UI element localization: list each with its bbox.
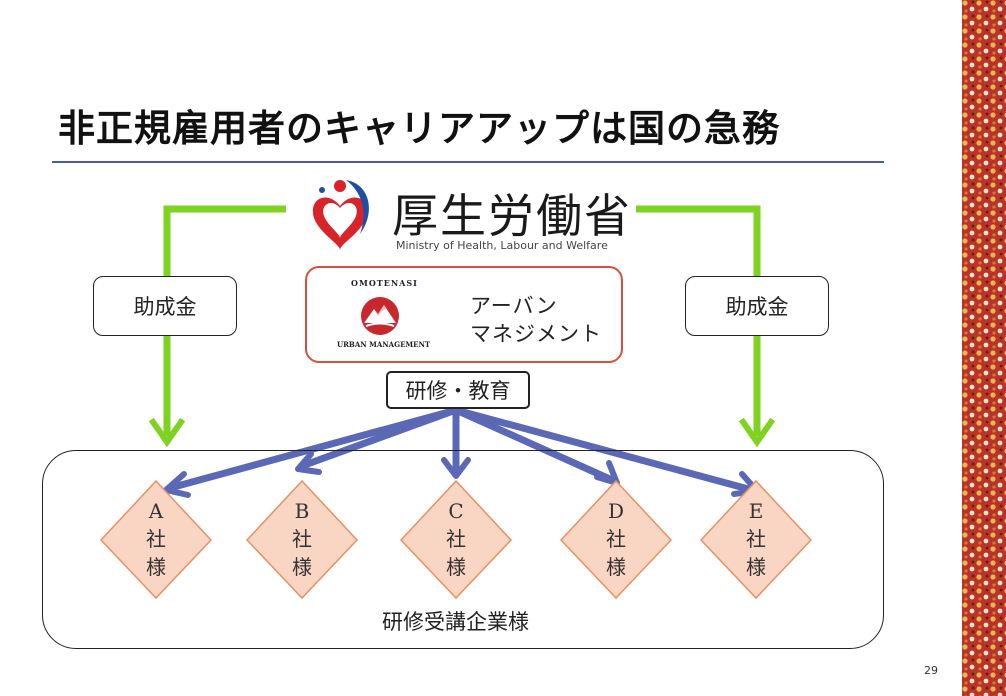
company-area-label: 研修受講企業様 [382,610,529,634]
subsidy-label-left: 助成金 [133,295,197,319]
blue-arrow-a [166,406,460,492]
company-b-letter: B [294,499,310,523]
company-a-line3: 様 [146,555,166,579]
company-b-label: B 社 様 [282,497,322,581]
company-a-letter: A [148,499,164,523]
company-e-letter: E [748,499,764,523]
decorative-side-pattern [962,0,1006,696]
ministry-name-english: Ministry of Health, Labour and Welfare [396,239,608,252]
company-c-label: C 社 様 [436,497,476,581]
subsidy-box-right: 助成金 [685,276,829,336]
urban-name-line1: アーバン [470,294,558,318]
company-a-line2: 社 [146,527,166,551]
title-underline [52,161,884,163]
subsidy-box-left: 助成金 [93,276,237,336]
company-b-diamond [245,479,359,600]
training-label: 研修・教育 [405,379,511,403]
ministry-name: 厚生労働省 [392,189,632,243]
company-a-label: A 社 様 [136,497,176,581]
page-number: 29 [924,664,938,677]
company-d-line3: 様 [606,555,626,579]
company-c-diamond [399,479,513,600]
ministry-logo-icon [312,180,369,250]
company-b-line2: 社 [292,527,312,551]
urban-logo-top-text: OMOTENASI [351,278,418,288]
training-box: 研修・教育 [386,371,530,409]
urban-logo-bottom-text: URBAN MANAGEMENT [337,340,431,349]
company-e-line3: 様 [746,555,766,579]
blue-arrow-b [298,406,460,470]
company-e-diamond [699,479,813,600]
company-d-label: D 社 様 [596,497,636,581]
blue-arrowhead-a [163,471,191,498]
company-c-line2: 社 [446,527,466,551]
blue-arrowhead-c [441,457,471,479]
urban-management-box [305,266,623,363]
green-arrowhead-left [148,417,186,448]
urban-name-line2: マネジメント [470,322,602,346]
company-d-line2: 社 [606,527,626,551]
company-a-diamond [99,479,213,600]
urban-logo-icon [361,297,399,335]
green-arrowhead-right [738,417,776,448]
green-connector-right [636,205,761,436]
company-d-letter: D [607,499,625,523]
company-e-line2: 社 [746,527,766,551]
company-c-letter: C [448,499,464,523]
green-connector-left [163,205,286,436]
subsidy-label-right: 助成金 [725,295,789,319]
company-d-diamond [559,479,673,600]
blue-arrowhead-b [295,451,322,475]
page-title: 非正規雇用者のキャリアアップは国の急務 [58,107,780,150]
company-e-label: E 社 様 [736,497,776,581]
blue-arrow-d [452,406,616,484]
company-area [42,450,884,649]
company-b-line3: 様 [292,555,312,579]
company-c-line3: 様 [446,555,466,579]
